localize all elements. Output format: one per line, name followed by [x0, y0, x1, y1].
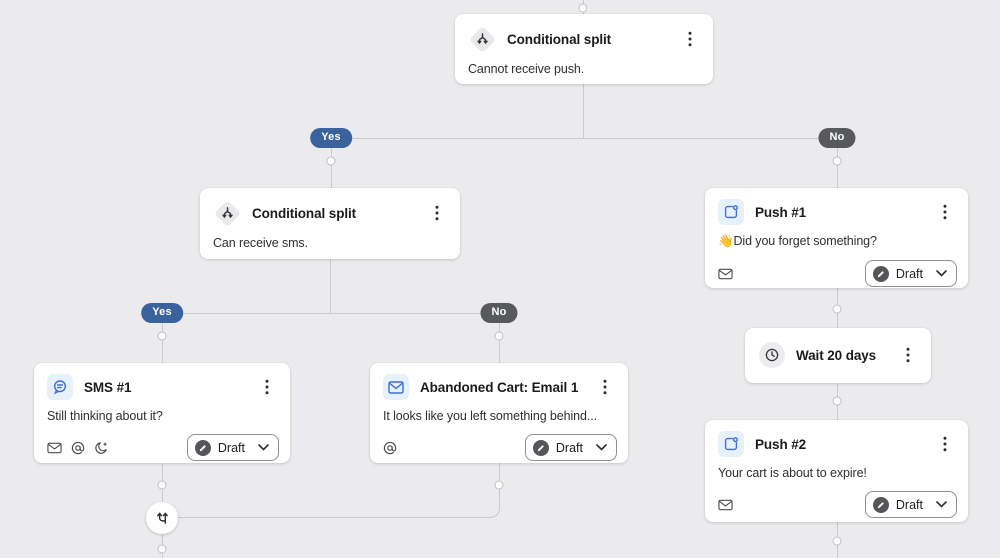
- conditional-split-icon: [468, 25, 496, 53]
- node-email-1[interactable]: Abandoned Cart: Email 1 It looks like yo…: [370, 363, 628, 463]
- message-preview: Still thinking about it?: [47, 409, 163, 423]
- node-title: Abandoned Cart: Email 1: [420, 379, 579, 395]
- status-dropdown[interactable]: Draft: [864, 491, 957, 518]
- kebab-menu-icon[interactable]: [897, 344, 919, 366]
- status-dropdown[interactable]: Draft: [864, 260, 957, 287]
- branch-label-no: No: [480, 303, 518, 323]
- connector-elbow: [178, 463, 500, 518]
- draft-pencil-icon: [872, 496, 889, 513]
- node-title: Push #2: [755, 436, 807, 452]
- push-notification-icon: [718, 431, 744, 457]
- connector-line: [162, 313, 499, 314]
- node-push-1[interactable]: Push #1 👋Did you forget something? Draft: [705, 188, 968, 288]
- connector-dot: [832, 156, 842, 166]
- push-notification-icon: [718, 199, 744, 225]
- message-preview: 👋Did you forget something?: [718, 234, 877, 248]
- branch-label-yes: Yes: [141, 303, 183, 323]
- connector-line: [331, 138, 837, 139]
- merge-paths-icon: [156, 512, 168, 524]
- connector-dot: [157, 331, 167, 341]
- email-envelope-icon: [383, 374, 409, 400]
- node-title: SMS #1: [84, 379, 132, 395]
- connector-dot: [326, 156, 336, 166]
- quiet-hours-moon-icon: [94, 441, 108, 455]
- connector-dot: [494, 331, 504, 341]
- status-label: Draft: [217, 440, 245, 455]
- status-dropdown[interactable]: Draft: [524, 434, 617, 461]
- chevron-down-icon: [596, 444, 607, 451]
- kebab-menu-icon[interactable]: [594, 376, 616, 398]
- node-wait[interactable]: Wait 20 days: [745, 328, 931, 383]
- node-description: Cannot receive push.: [468, 62, 585, 76]
- connector-dot: [578, 3, 588, 13]
- draft-pencil-icon: [872, 265, 889, 282]
- connector-dot: [832, 396, 842, 406]
- connector-dot: [832, 536, 842, 546]
- status-label: Draft: [555, 440, 583, 455]
- branch-label-no: No: [818, 128, 856, 148]
- branch-label-yes: Yes: [310, 128, 352, 148]
- connector-dot: [157, 480, 167, 490]
- merge-paths-node[interactable]: [146, 502, 178, 534]
- status-dropdown[interactable]: Draft: [186, 434, 279, 461]
- node-title: Conditional split: [507, 31, 612, 47]
- draft-pencil-icon: [194, 439, 211, 456]
- node-push-2[interactable]: Push #2 Your cart is about to expire! Dr…: [705, 420, 968, 522]
- attachment-icon: [383, 441, 397, 455]
- kebab-menu-icon[interactable]: [934, 201, 956, 223]
- connector-dot: [832, 304, 842, 314]
- status-label: Draft: [895, 497, 923, 512]
- connector-line: [330, 259, 331, 313]
- sms-bubble-icon: [47, 374, 73, 400]
- connector-dot: [494, 480, 504, 490]
- envelope-icon: [718, 499, 733, 511]
- node-title: Conditional split: [252, 205, 357, 221]
- message-preview: It looks like you left something behind.…: [383, 409, 597, 423]
- node-sms-1[interactable]: SMS #1 Still thinking about it?: [34, 363, 290, 463]
- envelope-icon: [47, 442, 62, 454]
- connector-dot: [157, 544, 167, 554]
- kebab-menu-icon[interactable]: [934, 433, 956, 455]
- kebab-menu-icon[interactable]: [426, 202, 448, 224]
- attachment-icon: [71, 441, 85, 455]
- draft-pencil-icon: [532, 439, 549, 456]
- clock-icon: [759, 342, 785, 368]
- chevron-down-icon: [936, 270, 947, 277]
- node-conditional-split-sms[interactable]: Conditional split Can receive sms.: [200, 188, 460, 259]
- status-label: Draft: [895, 266, 923, 281]
- node-description: Can receive sms.: [213, 236, 308, 250]
- connector-line: [583, 84, 584, 138]
- node-title: Wait 20 days: [796, 347, 877, 363]
- envelope-icon: [718, 268, 733, 280]
- conditional-split-icon: [213, 199, 241, 227]
- chevron-down-icon: [936, 501, 947, 508]
- kebab-menu-icon[interactable]: [256, 376, 278, 398]
- kebab-menu-icon[interactable]: [679, 28, 701, 50]
- node-conditional-split-push[interactable]: Conditional split Cannot receive push.: [455, 14, 713, 84]
- chevron-down-icon: [258, 444, 269, 451]
- node-title: Push #1: [755, 204, 807, 220]
- message-preview: Your cart is about to expire!: [718, 466, 867, 480]
